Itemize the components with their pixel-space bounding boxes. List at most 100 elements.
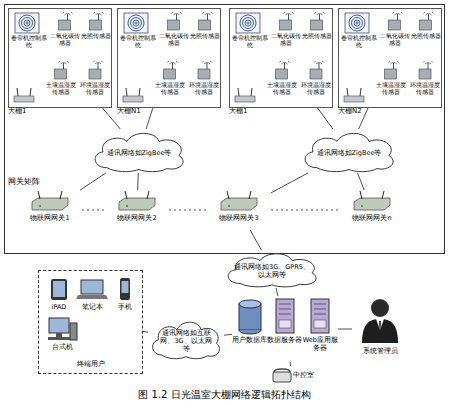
network-link	[146, 108, 153, 129]
gateway-antenna	[249, 191, 251, 199]
sensor-body	[310, 69, 322, 79]
signal-wave	[204, 63, 210, 64]
signal-wave	[174, 14, 180, 15]
router-antenna	[360, 88, 361, 96]
node-label: 数据服务器	[267, 336, 302, 344]
sensor-antenna	[319, 63, 320, 69]
cloud-node: 通讯网络如互联网、3G、以太网等	[148, 318, 224, 360]
device-node: 笔记本	[75, 277, 109, 313]
router-antenna	[347, 88, 348, 96]
signal-wave	[284, 12, 294, 14]
signal-wave	[203, 12, 213, 14]
gateway-led	[39, 205, 41, 207]
sensor-node: 土壤温湿度传感器	[373, 61, 408, 107]
signal-wave	[423, 61, 433, 63]
network-link	[271, 173, 308, 193]
sensor-body	[276, 69, 288, 79]
node-label: 环境温湿度传感器	[78, 81, 112, 95]
node-label: 土壤温湿度传感器	[373, 81, 408, 95]
sensor-node: 土壤温湿度传感器	[43, 61, 78, 107]
router-icon	[233, 87, 257, 105]
server-node: 用户数据库数据服务器Web应用服务器	[232, 296, 338, 362]
server-slot	[314, 309, 326, 310]
router-body	[235, 96, 255, 102]
cloud-node: 通讯网络如3G、GPRS、以太网等	[222, 250, 322, 288]
gateway-node: 物联网网关2	[105, 190, 169, 230]
node-label: 用户数据库	[232, 336, 267, 344]
sensor-node: 二氧化碳传感器	[157, 12, 190, 56]
network-link	[318, 108, 333, 129]
node-label: 大棚1	[229, 107, 247, 116]
sensor-icon	[301, 12, 332, 32]
cloud-node: 通讯网络如ZigBee等	[299, 129, 399, 173]
gateway-antenna	[38, 191, 40, 199]
sensor-icon	[373, 61, 408, 81]
node-label: 物联网网关1	[30, 214, 69, 222]
gateway-antenna	[125, 191, 127, 199]
server-tower	[276, 299, 294, 333]
person-tie	[379, 321, 381, 330]
node-label: 物联网网关n	[352, 214, 391, 222]
device-icon	[45, 317, 79, 341]
device-icon	[45, 277, 73, 301]
roller-node: 卷帘机控制系统	[341, 12, 377, 56]
sensor-antenna	[67, 14, 68, 20]
cloud-outline	[153, 322, 220, 359]
node-label: 环境温湿度传感器	[408, 81, 442, 95]
telephone-handset	[274, 369, 290, 372]
sensor-antenna	[176, 14, 177, 20]
router-icon	[12, 87, 36, 105]
node-label: 土壤温湿度传感器	[264, 81, 299, 95]
sensor-body	[89, 69, 101, 79]
admin-node: 系统管理员	[352, 296, 408, 362]
network-link	[102, 108, 120, 129]
sensor-body	[420, 20, 432, 30]
telephone-icon	[271, 367, 293, 383]
server-column: 用户数据库	[232, 296, 267, 344]
device-icon	[75, 277, 109, 301]
network-link	[137, 173, 139, 190]
laptop-base	[76, 295, 108, 299]
router-antenna	[17, 88, 18, 96]
node-label: 土壤温湿度传感器	[152, 81, 187, 95]
roller-spiral	[133, 20, 139, 26]
sensor-antenna	[207, 14, 208, 20]
gateway-antenna	[360, 191, 362, 199]
signal-wave	[282, 63, 288, 64]
router-antenna	[126, 88, 127, 96]
node-label: 二氧化碳传感器	[157, 32, 190, 46]
router-body	[123, 96, 143, 102]
sensor-node: 二氧化碳传感器	[269, 12, 302, 56]
node-label: 系统管理员	[363, 347, 398, 356]
gateway-antenna	[60, 191, 62, 199]
router-antenna	[251, 88, 252, 96]
server-slot	[314, 304, 326, 305]
sensor-icon	[80, 12, 111, 32]
sensor-body	[59, 20, 71, 30]
frame-node: 卷帘机控制系统二氧化碳传感器光照传感器土壤温湿度传感器环境温湿度传感器大棚1卷帘…	[4, 4, 445, 254]
sensor-node: 光照传感器	[80, 12, 111, 56]
signal-wave	[315, 12, 325, 14]
roller-icon	[232, 12, 268, 34]
sensor-node: 光照传感器	[189, 12, 220, 56]
sensor-antenna	[63, 63, 64, 69]
signal-wave	[389, 61, 399, 63]
device-node: iPAD	[45, 277, 73, 313]
monitor	[49, 318, 69, 333]
signal-wave	[425, 63, 431, 64]
sensor-antenna	[288, 14, 289, 20]
roller-spiral	[247, 22, 249, 24]
node-label: 手机	[118, 303, 132, 311]
roller-icon	[11, 12, 47, 34]
node-label: 终端用户	[39, 360, 142, 369]
roller-spiral	[24, 20, 30, 26]
network-link	[224, 334, 232, 336]
router-icon	[121, 87, 145, 105]
cloud-node: 通讯网络如ZigBee等	[89, 129, 189, 173]
sensor-node: 光照传感器	[410, 12, 441, 56]
gateway-led	[361, 205, 363, 207]
signal-wave	[393, 12, 403, 14]
roller-spiral	[240, 15, 256, 31]
